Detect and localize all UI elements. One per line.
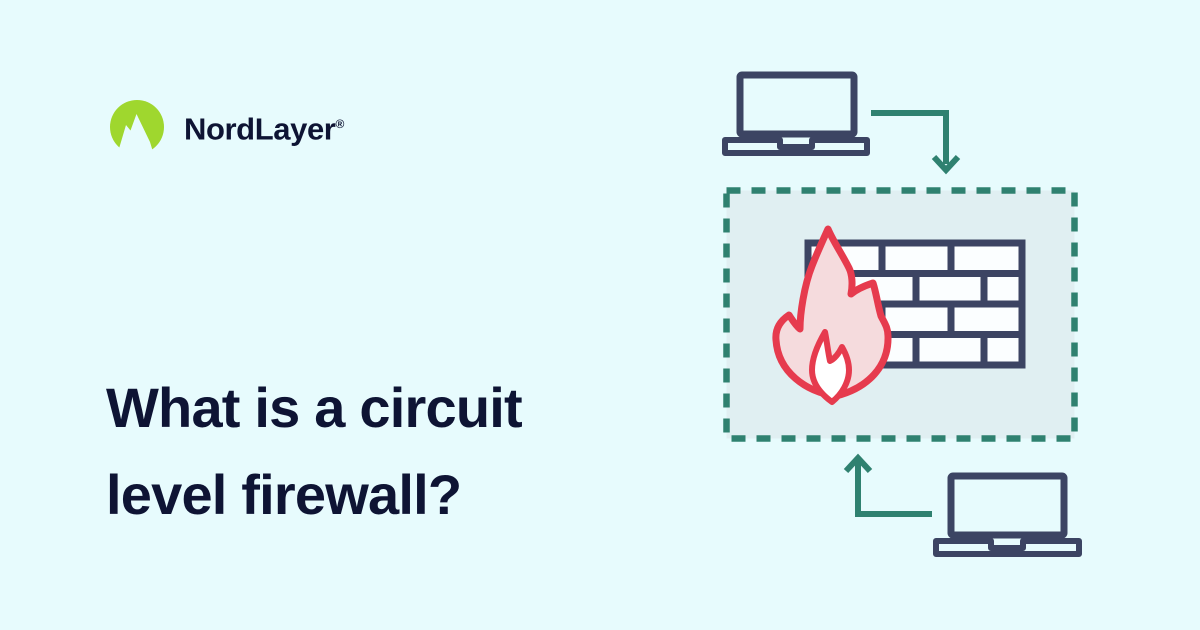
page-title-line1: What is a circuit [106, 376, 523, 439]
laptop-icon [933, 472, 1082, 557]
arrow-into-firewall-icon [871, 110, 961, 175]
registered-mark: ® [335, 117, 344, 131]
brand-name: NordLayer® [184, 97, 344, 156]
arrow-from-laptop-icon [843, 453, 932, 517]
nordlayer-logo-icon [110, 99, 164, 154]
brand-lockup: NordLayer® [110, 97, 344, 156]
flame-icon [772, 225, 892, 405]
page-title-line2: level firewall? [106, 463, 462, 526]
page-title: What is a circuit level firewall? [106, 364, 666, 538]
laptop-icon [722, 71, 870, 156]
brand-name-text: NordLayer [184, 111, 336, 147]
